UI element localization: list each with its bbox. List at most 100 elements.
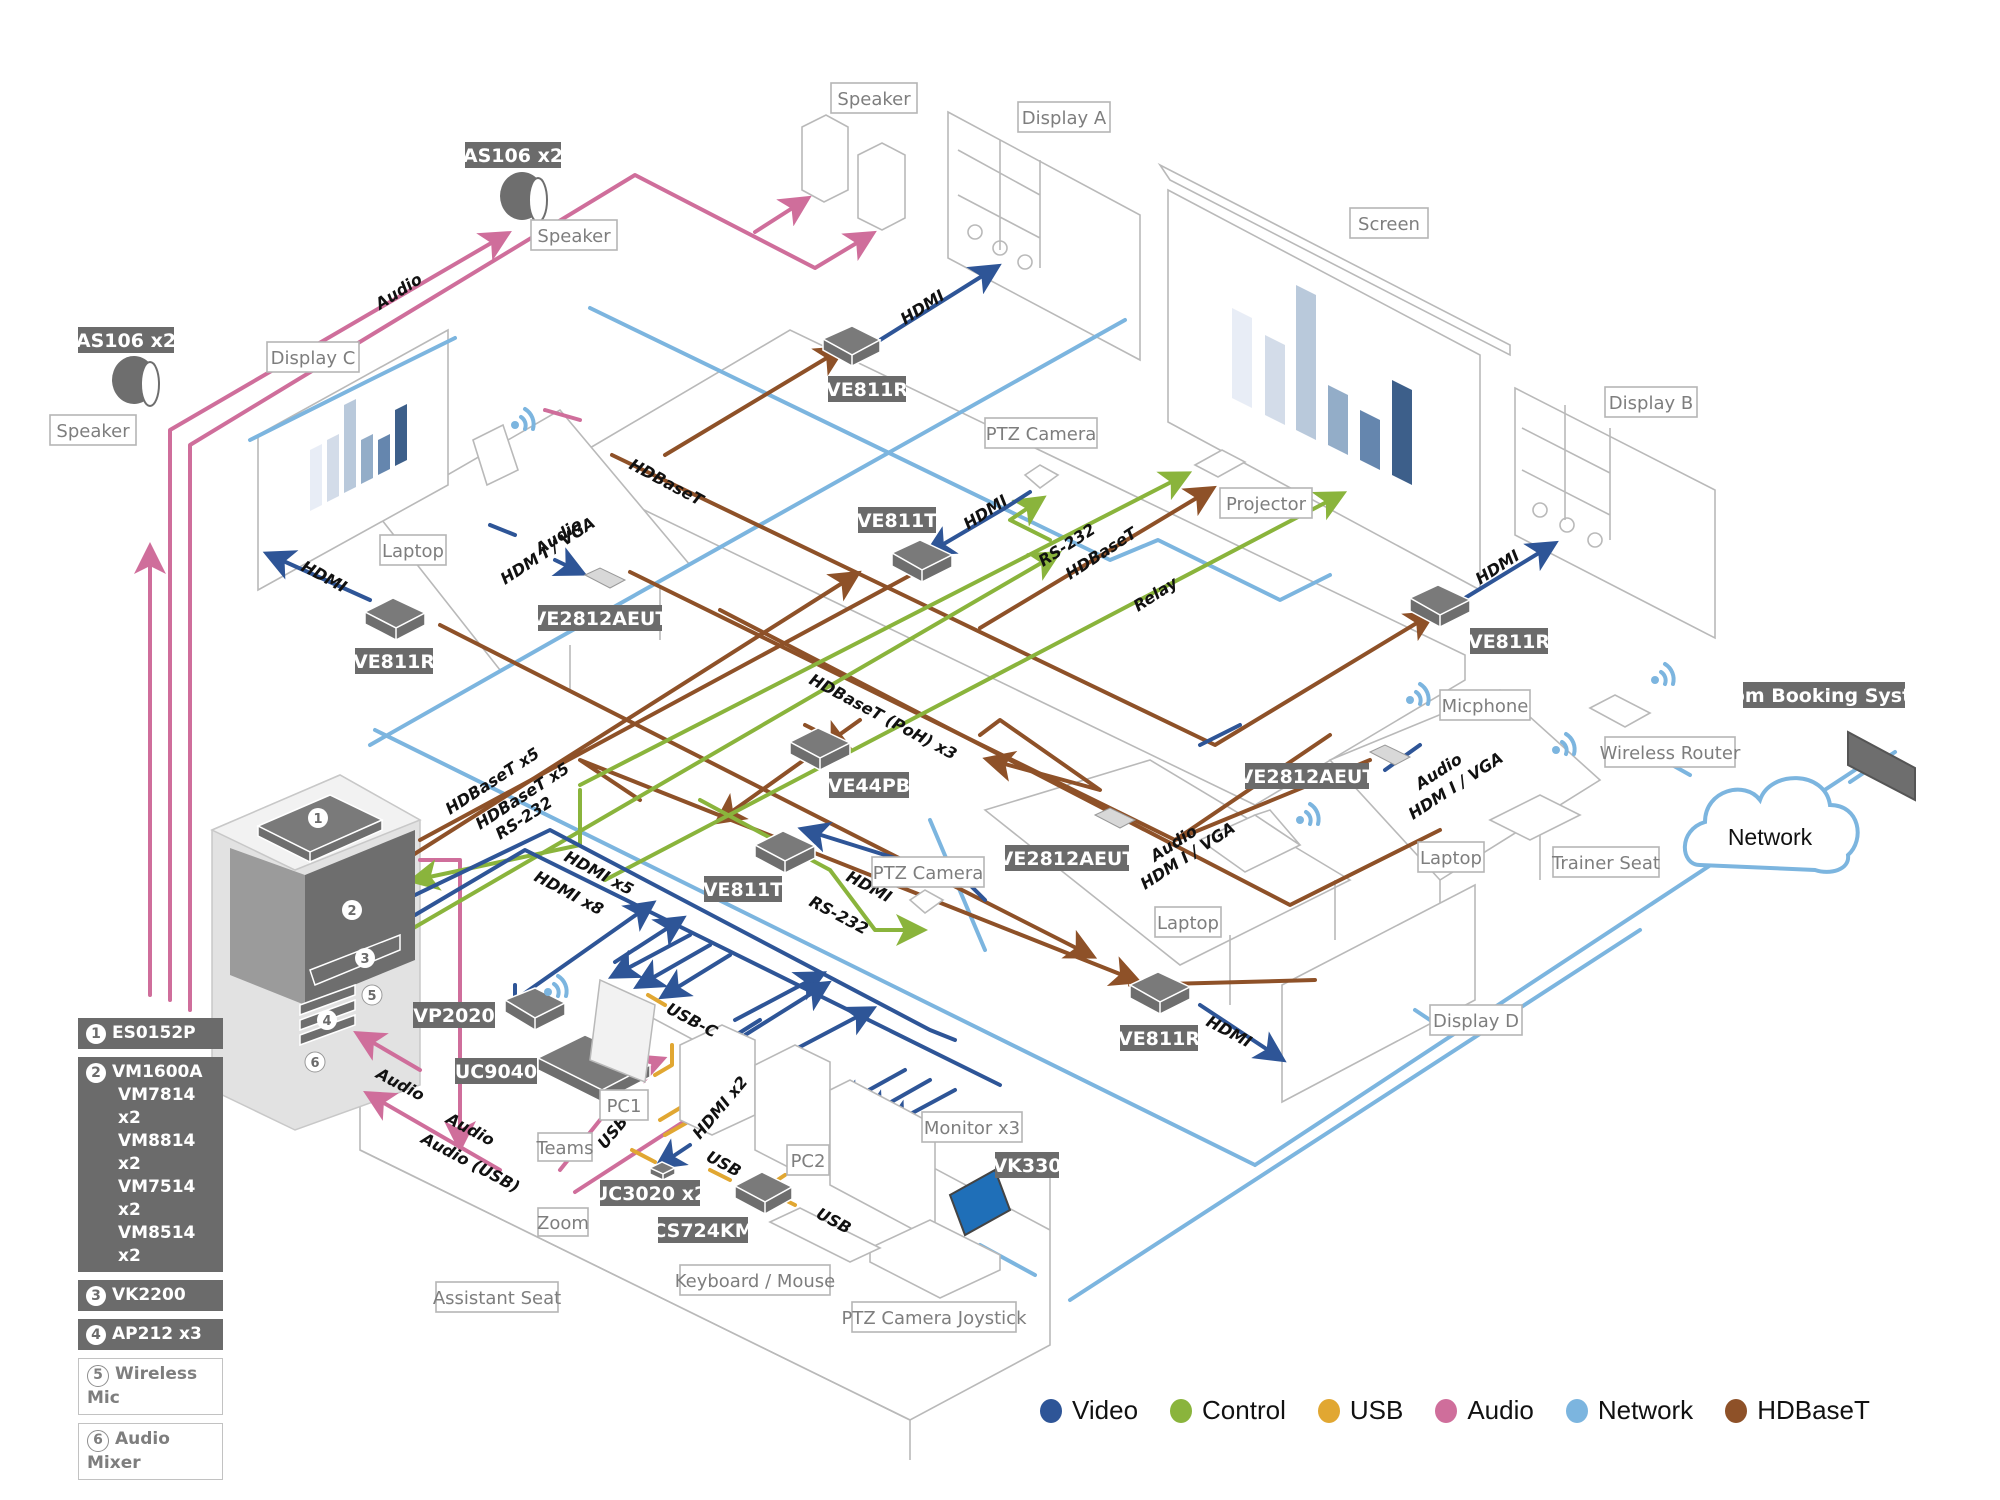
label-vp2020: VP2020 — [413, 1002, 495, 1028]
edge-label-hdmi-display-a: HDMI — [897, 286, 948, 328]
edge-label-usb-c: USB-C — [663, 999, 721, 1042]
edge-label-hdmi-display-d: HDMI — [1203, 1012, 1255, 1052]
label-display-d: Display D — [1429, 1004, 1523, 1036]
svg-text:VE811R: VE811R — [826, 379, 908, 401]
label-uc3020: UC3020 x2 — [593, 1180, 707, 1206]
video-line — [658, 953, 732, 1000]
chart-bar — [361, 434, 373, 484]
speaker-cabinet — [801, 114, 849, 203]
ve811r-device-bottom — [1128, 971, 1192, 1016]
label-ptz-joystick: PTZ Camera Joystick — [842, 1301, 1027, 1333]
control-circle — [1587, 532, 1603, 548]
screen-bar — [1157, 162, 1511, 357]
video-line — [633, 943, 712, 989]
legend-label: USB — [1349, 1395, 1404, 1425]
control-line — [1008, 495, 1052, 542]
network-line — [1068, 928, 1642, 1302]
as106-speaker-left — [112, 356, 160, 407]
svg-text:Laptop: Laptop — [1157, 913, 1219, 934]
hdbaset-connections — [403, 345, 1442, 987]
chart-bar — [1360, 410, 1380, 470]
rack-marker-2: 2 — [342, 900, 362, 920]
video-line — [262, 550, 372, 602]
display-c-chart — [310, 399, 407, 511]
laptop-right-base — [1488, 794, 1582, 841]
legend-dot-hdbaset — [1725, 1398, 1748, 1423]
svg-text:Screen: Screen — [1358, 214, 1420, 235]
video-grid-lines — [957, 140, 1041, 268]
hdbaset-line — [663, 345, 847, 457]
cs724km-device — [733, 1171, 794, 1216]
vp2020-device — [503, 987, 567, 1032]
rack-key-number: 2 — [86, 1063, 106, 1083]
svg-text:1: 1 — [313, 812, 322, 827]
svg-text:Display A: Display A — [1022, 108, 1107, 129]
chart-bar — [378, 434, 390, 475]
svg-text:5: 5 — [367, 989, 376, 1004]
ve811r-device-right — [1408, 584, 1472, 629]
ve811r-device-left — [363, 597, 427, 642]
rack-key-model: VM7814 x2 — [118, 1085, 196, 1128]
svg-text:Trainer Seat: Trainer Seat — [1551, 853, 1660, 874]
room-booking-panel — [1847, 730, 1916, 802]
video-line — [1463, 540, 1559, 600]
svg-text:AS106 x2: AS106 x2 — [463, 145, 563, 167]
ve811t-device-bottom — [753, 830, 817, 875]
rack-key-number: 6 — [87, 1430, 109, 1452]
rack-marker-5: 5 — [361, 984, 383, 1006]
usb-line — [653, 1043, 674, 1077]
label-laptop-left: Laptop — [379, 534, 447, 566]
rack-key-title: 1 ES0152P — [86, 1022, 215, 1045]
legend-label: Video — [1072, 1395, 1139, 1425]
wifi-icon — [511, 407, 536, 431]
rack-key-number: 1 — [86, 1024, 106, 1044]
label-screen: Screen — [1349, 207, 1429, 239]
svg-text:Micphone: Micphone — [1442, 696, 1529, 717]
rack-key-item-1: 1 ES0152P — [78, 1018, 223, 1049]
label-cs724km: CS724KM — [652, 1217, 754, 1243]
svg-text:PTZ Camera: PTZ Camera — [873, 863, 984, 884]
rack-key-model: VM8814 x2 — [118, 1131, 196, 1174]
wifi-icon — [1552, 732, 1577, 756]
label-monitor: Monitor x3 — [921, 1111, 1023, 1143]
hdbaset-line — [610, 453, 1437, 747]
video-line — [607, 933, 692, 979]
rack-unit-1-sides — [257, 818, 383, 864]
svg-text:Speaker: Speaker — [56, 421, 130, 442]
control-line — [408, 550, 1062, 932]
chart-bar — [1265, 335, 1285, 425]
usb-line — [630, 1148, 657, 1164]
svg-text:Display C: Display C — [271, 348, 356, 369]
ve2812-plate-right — [1368, 744, 1412, 766]
network-line — [588, 306, 1332, 602]
label-zoom: Zoom — [537, 1207, 589, 1237]
label-laptop-right: Laptop — [1417, 841, 1485, 873]
video-connections — [262, 263, 1559, 1170]
control-circle — [1532, 502, 1548, 518]
network-cloud[interactable]: Network — [1682, 776, 1860, 874]
label-ve44pb: VE44PB — [828, 772, 910, 798]
label-ve811r-top: VE811R — [826, 376, 908, 402]
svg-text:Monitor x3: Monitor x3 — [924, 1118, 1020, 1139]
video-line — [923, 490, 1032, 557]
chart-bar — [1328, 385, 1348, 455]
edge-label-hdmi-display-c: HDMI — [298, 557, 350, 597]
label-ve2812-mid: VE2812AEUT — [999, 845, 1135, 871]
label-room-booking: Room Booking System — [1704, 682, 1944, 708]
svg-text:VE811T: VE811T — [857, 510, 937, 532]
ve44pb-device — [788, 727, 852, 772]
uc9040-screen — [589, 978, 656, 1084]
legend-item-hdbaset: HDBaseT — [1725, 1395, 1870, 1426]
video-line — [551, 547, 588, 577]
legend-label: HDBaseT — [1757, 1395, 1870, 1425]
label-ve811t-top: VE811T — [857, 507, 937, 533]
rack-key-model: ES0152P — [112, 1023, 196, 1043]
rack-key-model: VK2200 — [112, 1285, 186, 1305]
